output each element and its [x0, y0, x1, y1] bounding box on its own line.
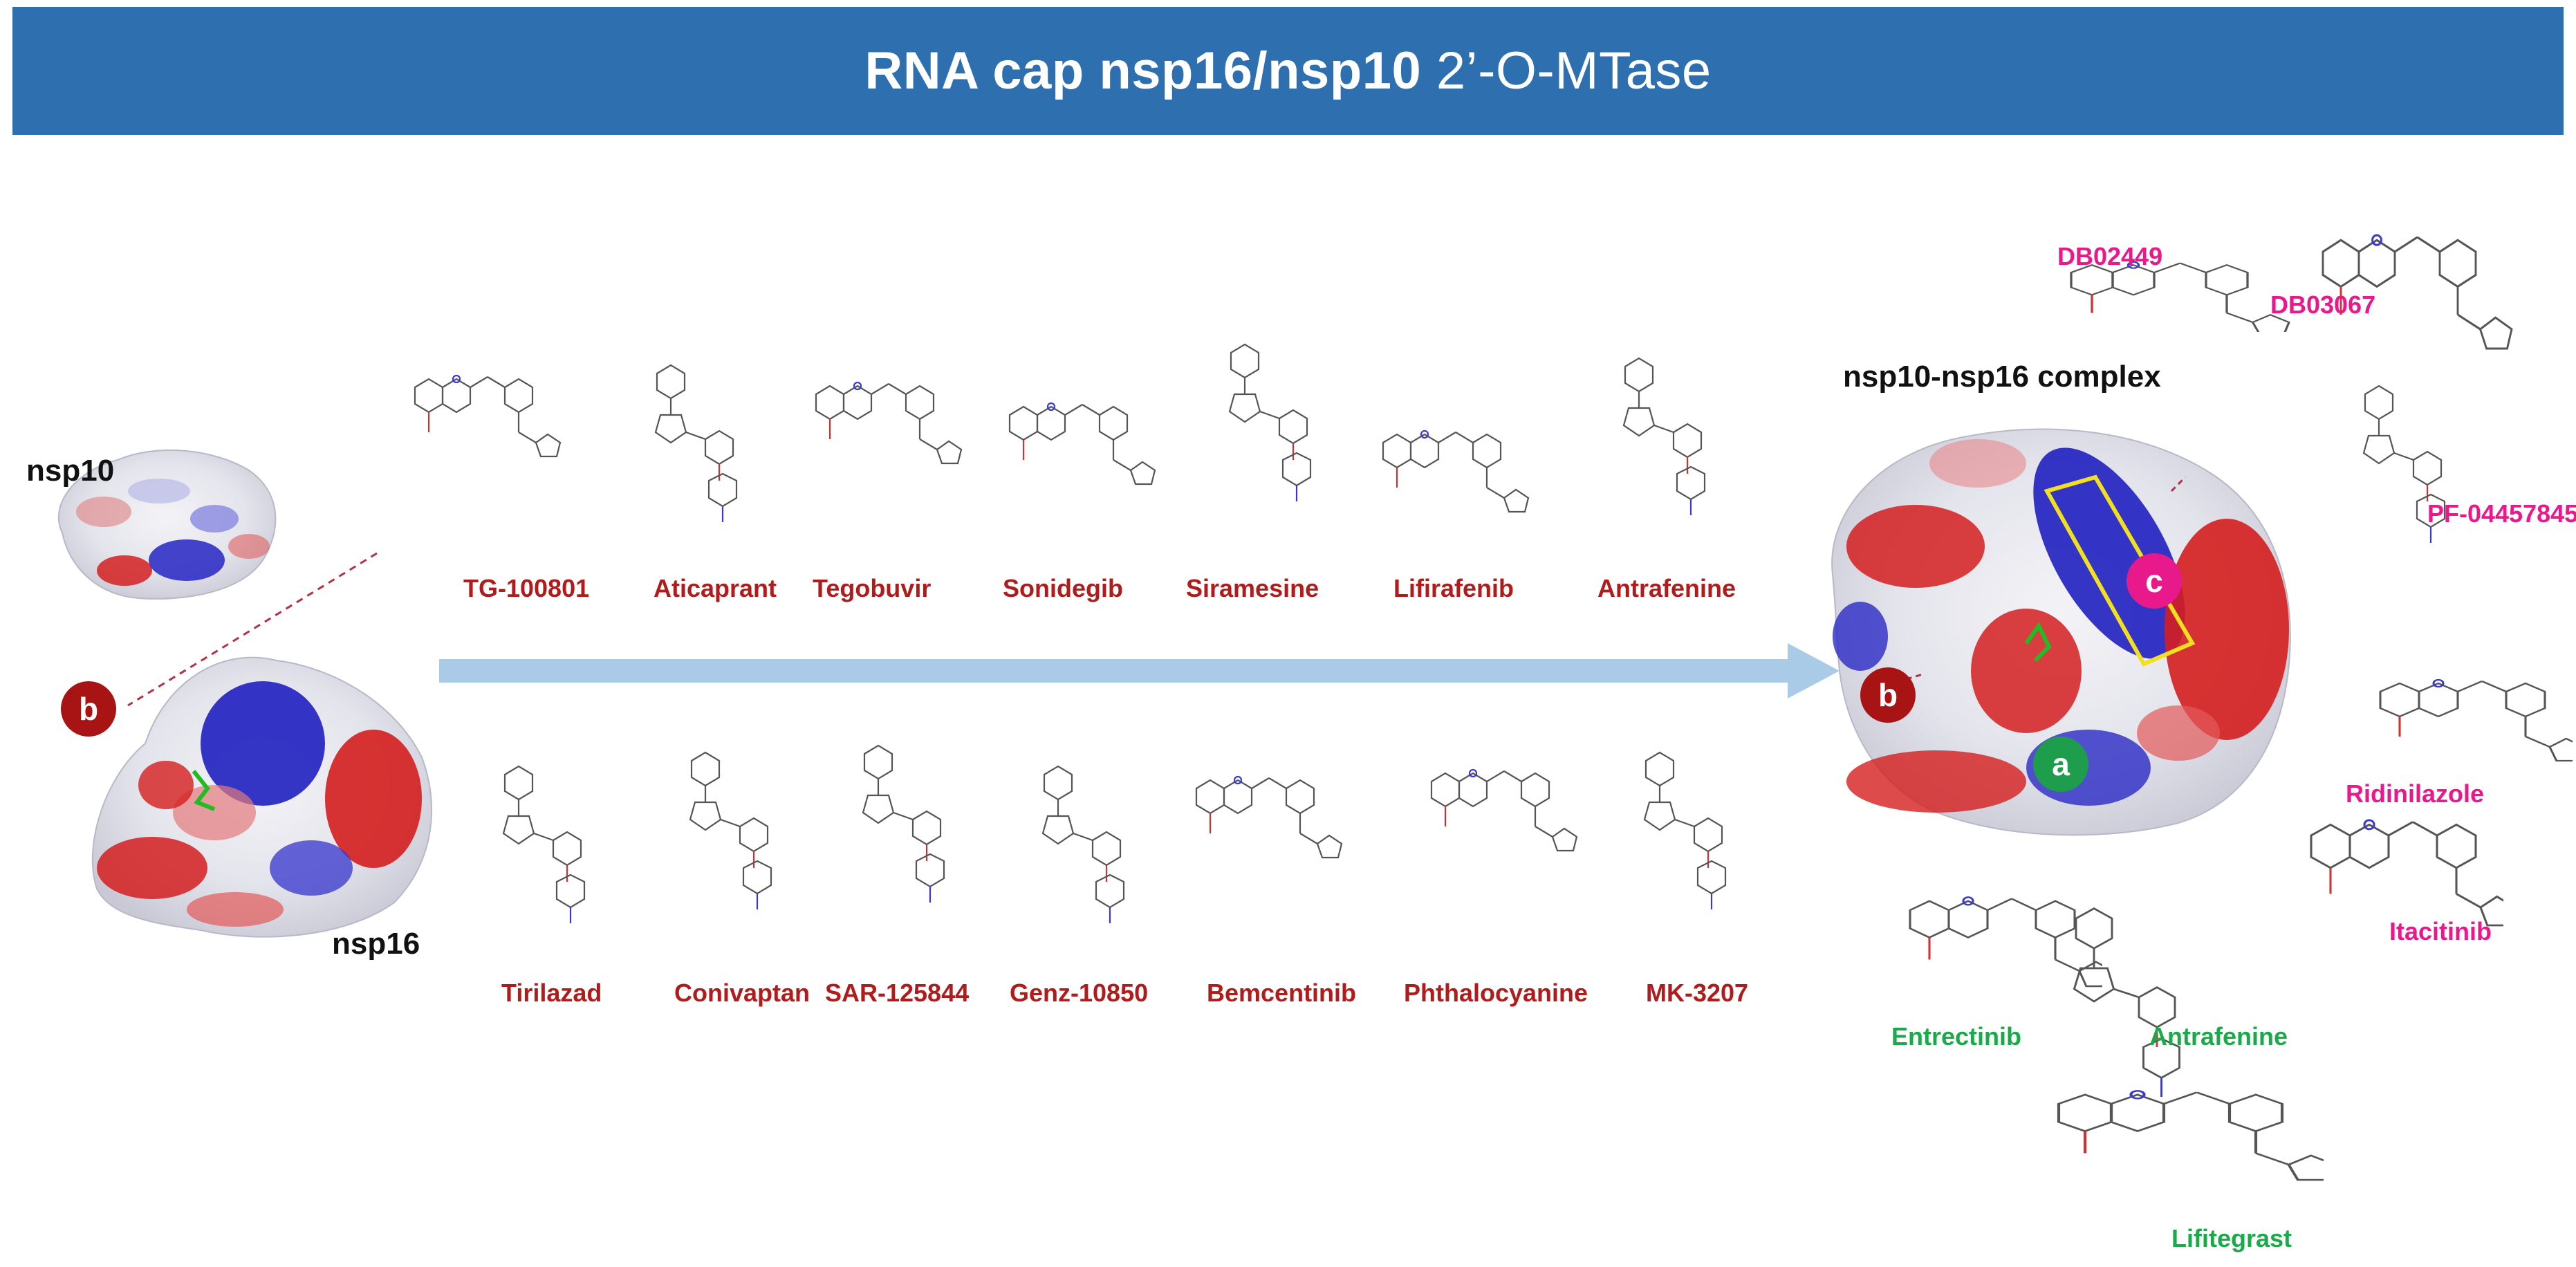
molecule-conivaptan [689, 751, 772, 911]
badge-b-left: b [61, 681, 116, 737]
molecule-genz-10850 [1041, 765, 1125, 925]
badge-b-right: b [1860, 667, 1916, 723]
complex-surface [1831, 428, 2291, 836]
molecule-aticaprant [654, 364, 738, 524]
ligand-label: Entrectinib [1891, 1022, 2022, 1051]
molecule-itacitinib [2310, 819, 2503, 927]
ligand-label: MK-3207 [1646, 979, 1749, 1007]
ligand-label: Tegobuvir [813, 574, 932, 602]
ligand-label: Lifirafenib [1393, 574, 1514, 602]
molecule-tirilazad [502, 765, 586, 925]
molecule-antrafenine-top [1622, 357, 1706, 517]
ligand-label: DB03067 [2270, 290, 2376, 319]
interface-dashed-line [127, 552, 378, 707]
badge-a: a [2033, 737, 2088, 792]
molecule-lifirafenib [1382, 429, 1530, 513]
ligand-label: TG-100801 [463, 574, 590, 602]
ligand-label: SAR-125844 [825, 979, 970, 1007]
ligand-label: Siramesine [1186, 574, 1319, 602]
molecule-tg-100801 [414, 374, 562, 458]
ligand-label: Genz-10850 [1010, 979, 1149, 1007]
molecule-tegobuvir [815, 381, 963, 465]
page-title: RNA cap nsp16/nsp10 2’-O-MTase [864, 41, 1712, 100]
ligand-label: Bemcentinib [1207, 979, 1357, 1007]
title-banner: RNA cap nsp16/nsp10 2’-O-MTase [12, 7, 2564, 135]
ligand-label: Ridinilazole [2346, 779, 2485, 808]
nsp16-label: nsp16 [332, 927, 420, 961]
ligand-label: Tirilazad [501, 979, 602, 1007]
ligand-label: Aticaprant [654, 574, 777, 602]
molecule-sar-125844 [862, 744, 945, 904]
ligand-label: Antrafenine [1597, 574, 1736, 602]
nsp16-surface [91, 656, 433, 938]
ligand-label: Lifitegrast [2171, 1224, 2292, 1252]
molecule-pf-04457845 [2362, 385, 2446, 544]
molecule-phthalocyanine [1430, 768, 1578, 852]
ligand-label: Phthalocyanine [1404, 979, 1588, 1007]
molecule-ridinilazole [2379, 678, 2573, 762]
ligand-label: Sonidegib [1003, 574, 1123, 602]
ligand-label: Antrafenine [2149, 1022, 2288, 1051]
ligand-label: PF-04457845 [2427, 499, 2576, 528]
nsp10-label: nsp10 [26, 454, 115, 488]
workflow-arrow [439, 643, 1840, 699]
molecule-siramesine [1228, 343, 1312, 503]
nsp10-surface [57, 449, 277, 600]
molecule-sonidegib [1008, 402, 1156, 485]
complex-label: nsp10-nsp16 complex [1843, 360, 2161, 394]
molecule-bemcentinib [1195, 775, 1343, 859]
ligand-label: Itacitinib [2389, 917, 2492, 945]
badge-c: c [2126, 553, 2182, 609]
molecule-lifitegrast [2019, 1058, 2324, 1217]
molecule-mk-3207 [1643, 751, 1727, 911]
ligand-label: Conivaptan [674, 979, 810, 1007]
ligand-label: DB02449 [2057, 242, 2163, 270]
